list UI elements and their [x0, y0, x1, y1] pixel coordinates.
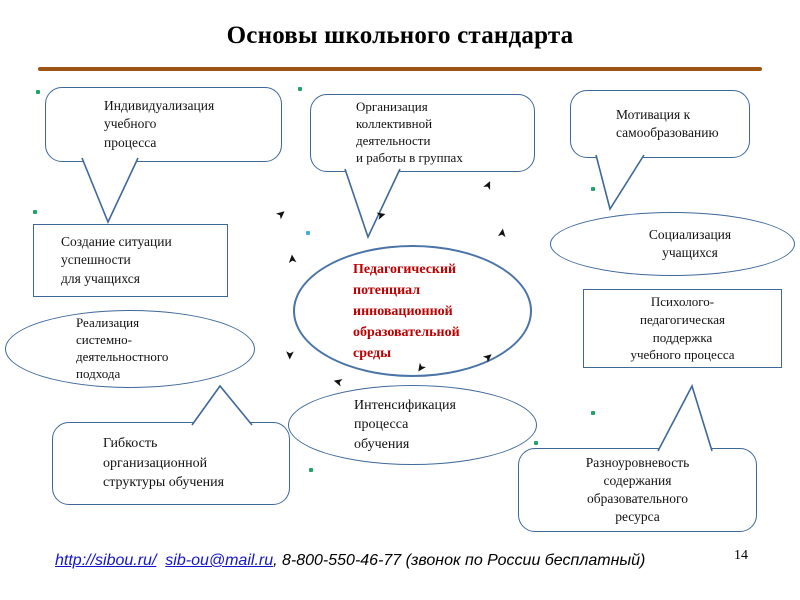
title-underline: [38, 67, 762, 71]
ellipse-central-hub-label: Педагогический потенциал инновационной о…: [353, 261, 460, 361]
callout-multilevel: Разноуровневость содержания образователь…: [518, 448, 757, 532]
ellipse-realization-label: Реализация системно- деятельностного под…: [76, 315, 169, 381]
site-link[interactable]: http://sibou.ru/: [55, 552, 157, 569]
bullet-dot: [534, 441, 538, 445]
callout-organization: Организация коллективной деятельности и …: [310, 94, 535, 172]
callout-multilevel-label: Разноуровневость содержания образователь…: [585, 454, 690, 525]
callout-flexibility-label: Гибкость организационной структуры обуче…: [103, 436, 225, 491]
bullet-dot: [591, 411, 595, 415]
box-psych-support: Психолого- педагогическая поддержка учеб…: [583, 289, 782, 368]
ellipse-central-hub: Педагогический потенциал инновационной о…: [293, 245, 532, 377]
box-success-situation: Создание ситуации успешности для учащихс…: [33, 224, 228, 297]
box-psych-support-label: Психолого- педагогическая поддержка учеб…: [630, 293, 735, 363]
callout-individualization: Индивидуализация учебного процесса: [45, 87, 282, 162]
callout-organization-label: Организация коллективной деятельности и …: [356, 99, 463, 165]
ellipse-intensification-label: Интенсификация процесса обучения: [354, 398, 456, 452]
box-success-situation-label: Создание ситуации успешности для учащихс…: [61, 234, 172, 286]
callout-individualization-label: Индивидуализация учебного процесса: [104, 98, 215, 150]
footer-phone-text: , 8-800-550-46-77 (звонок по России бесп…: [273, 552, 646, 569]
bullet-dot: [591, 187, 595, 191]
bullet-dot: [33, 210, 37, 214]
page-number: 14: [734, 548, 748, 563]
bullet-dot: [36, 90, 40, 94]
bullet-dot: [306, 231, 310, 235]
page-title: Основы школьного стандарта: [226, 22, 574, 49]
callout-motivation: Мотивация к самообразованию: [570, 90, 750, 158]
ellipse-realization: Реализация системно- деятельностного под…: [5, 310, 255, 388]
footer: http://sibou.ru/ sib-ou@mail.ru, 8-800-5…: [55, 552, 755, 570]
callout-flexibility: Гибкость организационной структуры обуче…: [52, 422, 290, 505]
bullet-dot: [309, 468, 313, 472]
ellipse-socialization: Социализация учащихся: [550, 212, 795, 276]
email-link[interactable]: sib-ou@mail.ru: [165, 552, 274, 569]
ellipse-intensification: Интенсификация процесса обучения: [288, 385, 537, 465]
callout-motivation-label: Мотивация к самообразованию: [616, 106, 719, 140]
bullet-dot: [298, 87, 302, 91]
ellipse-socialization-label: Социализация учащихся: [648, 226, 732, 260]
